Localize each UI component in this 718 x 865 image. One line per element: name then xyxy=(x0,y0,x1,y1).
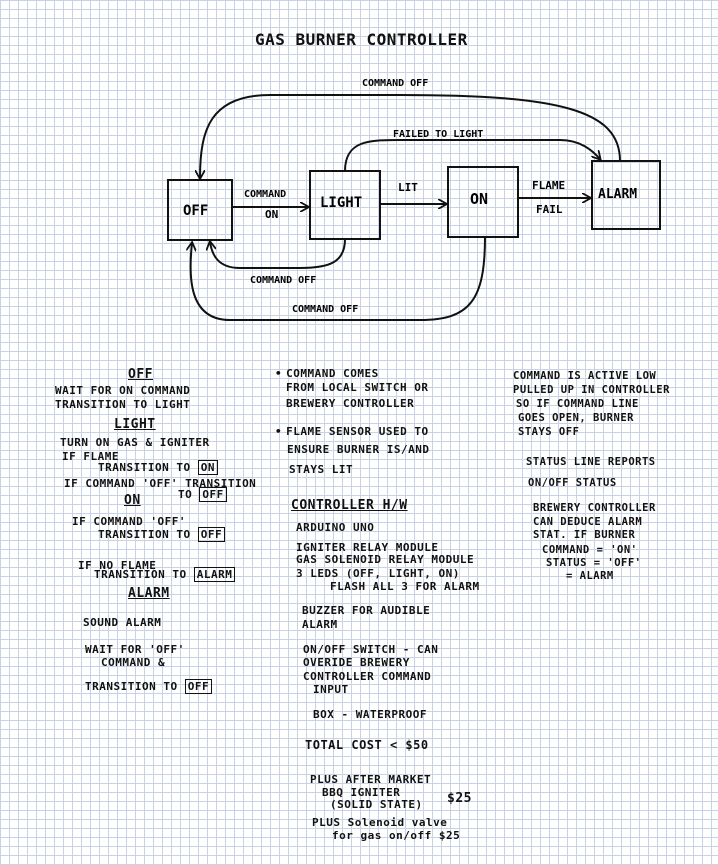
bullet-flame-3: STAYS LIT xyxy=(289,463,354,476)
hw-item-16-price: $25 xyxy=(447,791,472,806)
hw-item-13: TOTAL COST < $50 xyxy=(305,738,429,752)
state-on-label: ON xyxy=(470,190,488,208)
right-note-7: ON/OFF STATUS xyxy=(528,477,617,489)
hw-item-17: PLUS Solenoid valve xyxy=(312,816,448,829)
right-note-1: COMMAND IS ACTIVE LOW xyxy=(513,370,657,382)
label-command-on-1: COMMAND xyxy=(244,189,286,200)
alarm-note-4-text: TRANSITION TO xyxy=(85,680,178,693)
state-light-label: LIGHT xyxy=(320,195,362,211)
right-note-5: STAYS OFF xyxy=(518,426,580,438)
label-command-on-2: ON xyxy=(265,208,278,221)
hw-item-4: 3 LEDS (OFF, LIGHT, ON) xyxy=(296,567,460,580)
label-command-off-on: COMMAND OFF xyxy=(292,304,358,315)
arrow-on-to-off xyxy=(191,236,486,321)
light-note-5-box: OFF xyxy=(199,487,227,502)
light-note-2: IF FLAME xyxy=(62,450,119,463)
alarm-note-3: COMMAND & xyxy=(101,656,166,669)
arrow-light-to-off xyxy=(210,238,346,269)
page-title: GAS BURNER CONTROLLER xyxy=(255,30,468,49)
alarm-heading: ALARM xyxy=(128,586,170,601)
on-heading: ON xyxy=(124,493,141,508)
right-note-9: CAN DEDUCE ALARM xyxy=(533,516,643,528)
alarm-note-4: TRANSITION TO OFF xyxy=(85,679,213,694)
right-note-8: BREWERY CONTROLLER xyxy=(533,502,656,514)
hw-item-9: OVERIDE BREWERY xyxy=(303,656,410,669)
on-note-4-text: TRANSITION TO xyxy=(94,568,187,581)
light-note-3: TRANSITION TO ON xyxy=(98,460,218,475)
hw-item-14: PLUS AFTER MARKET xyxy=(310,773,432,786)
right-note-6: STATUS LINE REPORTS xyxy=(526,456,656,468)
light-note-3-text: TRANSITION TO xyxy=(98,461,191,474)
hw-item-8: ON/OFF SWITCH - CAN xyxy=(303,643,439,656)
state-on-box xyxy=(447,166,519,238)
state-off-label: OFF xyxy=(183,203,208,219)
hw-item-6: BUZZER FOR AUDIBLE xyxy=(302,604,431,617)
light-note-5: TO OFF xyxy=(178,487,227,502)
on-note-4-box: ALARM xyxy=(193,567,236,582)
hw-item-10: CONTROLLER COMMAND xyxy=(303,670,432,683)
right-note-10: STAT. IF BURNER xyxy=(533,529,636,541)
off-note-1: WAIT FOR ON COMMAND xyxy=(55,384,191,397)
hw-item-7: ALARM xyxy=(302,618,338,631)
hw-item-12: BOX - WATERPROOF xyxy=(313,708,427,721)
bullet-flame-2: ENSURE BURNER IS/AND xyxy=(287,443,430,456)
right-note-12: STATUS = 'OFF' xyxy=(546,557,642,569)
light-heading: LIGHT xyxy=(114,417,156,432)
alarm-note-1: SOUND ALARM xyxy=(83,616,162,629)
on-note-2: TRANSITION TO OFF xyxy=(98,527,226,542)
light-note-3-box: ON xyxy=(197,460,218,475)
hw-item-15: BBQ IGNITER xyxy=(322,786,401,799)
hw-item-2: IGNITER RELAY MODULE xyxy=(296,541,439,554)
hw-item-18: for gas on/off $25 xyxy=(332,829,461,842)
hw-item-3: GAS SOLENOID RELAY MODULE xyxy=(296,553,475,566)
bullet-command-1: COMMAND COMES xyxy=(275,367,379,381)
label-command-off-light: COMMAND OFF xyxy=(250,275,316,286)
arrow-light-to-alarm xyxy=(344,139,600,172)
state-alarm-box xyxy=(591,160,661,230)
right-note-2: PULLED UP IN CONTROLLER xyxy=(513,384,670,396)
label-flame-fail-1: FLAME xyxy=(532,179,565,192)
on-note-2-text: TRANSITION TO xyxy=(98,528,191,541)
hw-item-16: (SOLID STATE) xyxy=(330,798,423,811)
hw-item-1: ARDUINO UNO xyxy=(296,521,375,534)
state-alarm-label: ALARM xyxy=(598,187,637,202)
on-note-3: IF NO FLAME xyxy=(78,559,157,572)
label-command-off-top: COMMAND OFF xyxy=(362,78,428,89)
bullet-command-3: BREWERY CONTROLLER xyxy=(286,397,415,410)
hw-heading: CONTROLLER H/W xyxy=(291,498,408,513)
right-note-3: SO IF COMMAND LINE xyxy=(516,398,639,410)
right-note-4: GOES OPEN, BURNER xyxy=(518,412,634,424)
state-diagram: OFF LIGHT ON ALARM COMMAND OFF FAILED TO… xyxy=(167,78,661,321)
light-note-1: TURN ON GAS & IGNITER xyxy=(60,436,210,449)
on-note-4: TRANSITION TO ALARM xyxy=(94,567,236,582)
right-note-11: COMMAND = 'ON' xyxy=(542,544,638,556)
off-heading: OFF xyxy=(128,367,153,382)
on-note-1: IF COMMAND 'OFF' xyxy=(72,515,186,528)
hw-item-5: FLASH ALL 3 FOR ALARM xyxy=(330,580,480,593)
alarm-note-2: WAIT FOR 'OFF' xyxy=(85,643,185,656)
light-note-5-text: TO xyxy=(178,488,193,501)
hw-item-11: INPUT xyxy=(313,683,349,696)
label-failed-to-light: FAILED TO LIGHT xyxy=(393,129,483,140)
right-note-13: = ALARM xyxy=(566,570,614,582)
bullet-command-2: FROM LOCAL SWITCH OR xyxy=(286,381,429,394)
on-note-2-box: OFF xyxy=(197,527,226,542)
label-flame-fail-2: FAIL xyxy=(536,203,563,216)
arrow-alarm-to-off xyxy=(200,94,621,178)
alarm-note-4-box: OFF xyxy=(184,679,213,694)
off-note-2: TRANSITION TO LIGHT xyxy=(55,398,191,411)
bullet-flame-1: FLAME SENSOR USED TO xyxy=(275,425,429,439)
light-note-4: IF COMMAND 'OFF' TRANSITION xyxy=(64,477,257,490)
label-lit: LIT xyxy=(398,181,418,194)
